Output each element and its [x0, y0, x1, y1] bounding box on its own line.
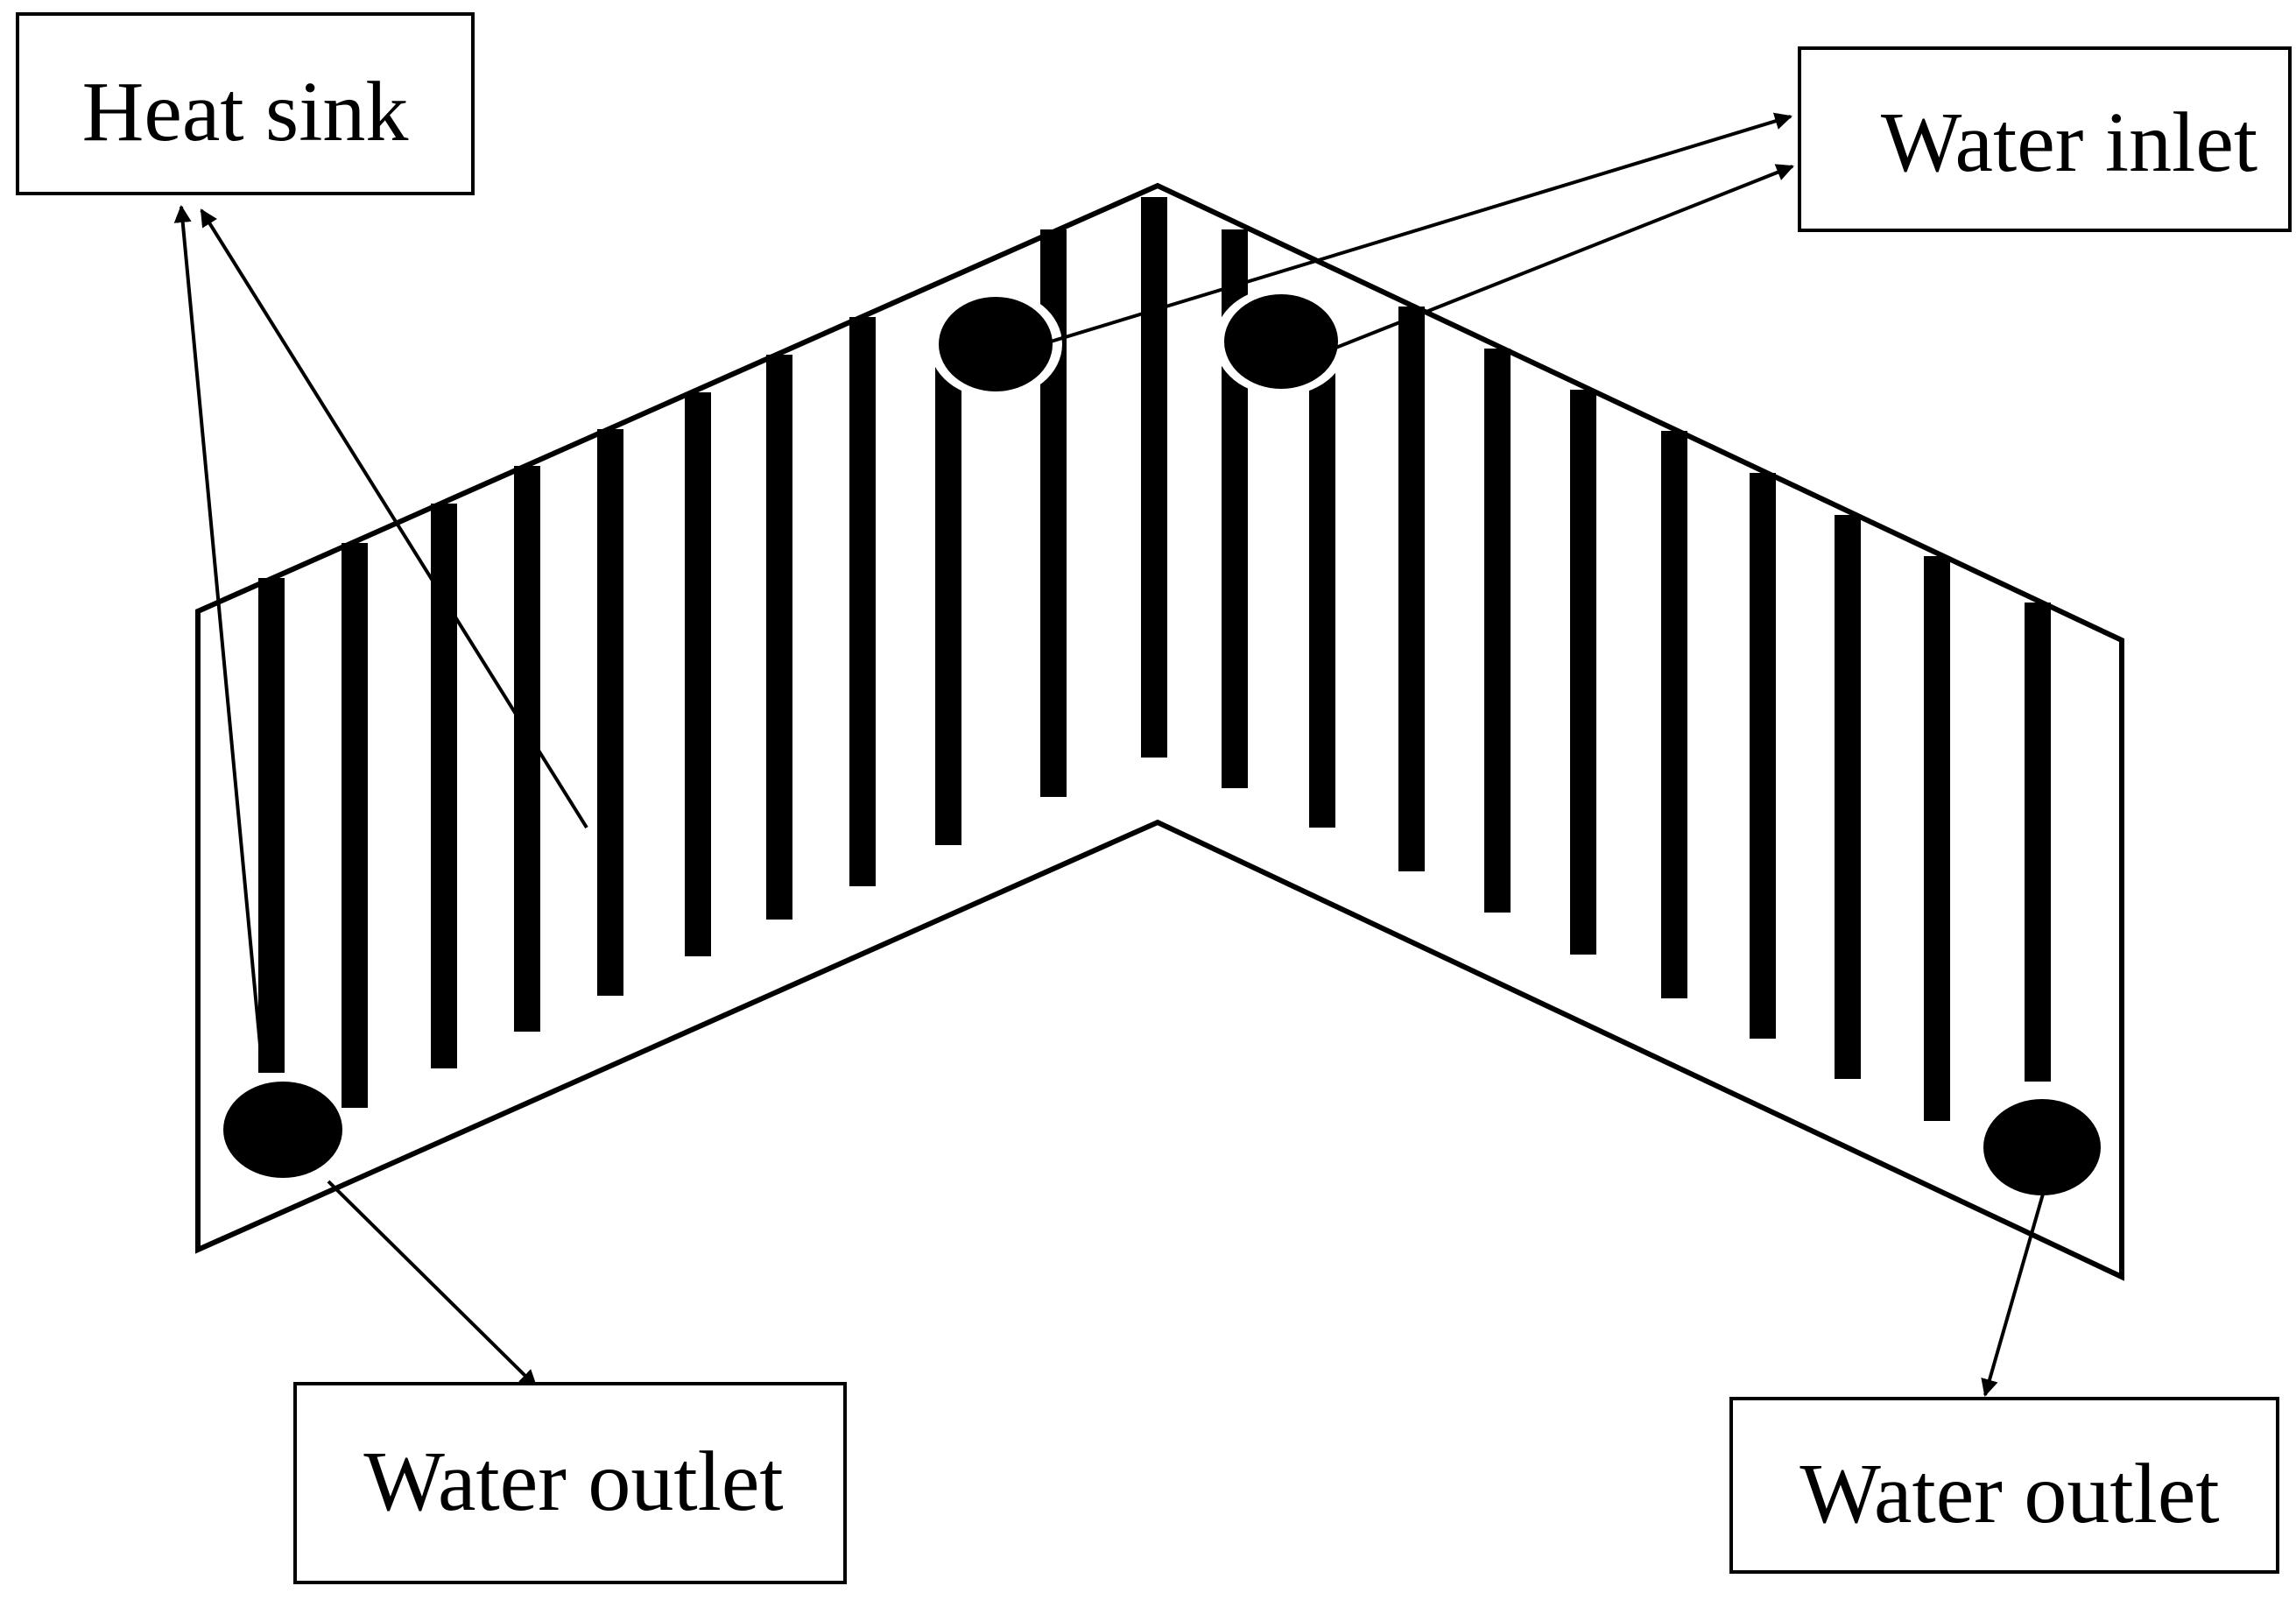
label-heat-sink: Heat sink	[16, 12, 475, 195]
inlet-port-right	[1224, 294, 1338, 389]
water-inlet-pointer-2	[1333, 164, 1794, 350]
label-water-outlet-right: Water outlet	[1729, 1397, 2279, 1574]
heat-sink-fin	[766, 355, 792, 920]
heat-sink-fin	[597, 429, 623, 996]
heat-sink-fins	[258, 197, 2051, 1121]
water-outlet-pointer-left	[327, 1180, 538, 1388]
heat-sink-fin	[258, 578, 285, 1073]
water-inlet-ports	[929, 287, 1348, 398]
heat-sink-fin	[1835, 515, 1861, 1079]
heat-sink-pointer-1	[173, 205, 264, 1074]
heat-sink-pointer-2	[200, 208, 588, 829]
label-water-outlet-left: Water outlet	[293, 1382, 847, 1584]
heat-sink-fin	[935, 355, 961, 845]
water-outlet-left-label-box	[293, 1382, 847, 1584]
heat-sink-fin	[1484, 349, 1511, 913]
heat-sink-label: Heat sink	[82, 65, 409, 159]
inlet-port-left	[939, 297, 1053, 391]
heat-sink-label-box	[16, 12, 475, 195]
heat-sink-outline	[195, 182, 2124, 1281]
water-outlet-left-label: Water outlet	[363, 1434, 783, 1529]
water-outlet-ports	[223, 1082, 2101, 1195]
heat-sink-fin	[1661, 431, 1687, 998]
water-inlet-label: Water inlet	[1881, 95, 2257, 190]
water-outlet-pointer-right	[1981, 1190, 2046, 1397]
outlet-port-right	[1983, 1099, 2101, 1195]
heat-sink-fin	[1309, 355, 1335, 828]
heat-sink-fin	[1141, 197, 1167, 758]
heat-sink-fin	[1750, 473, 1776, 1039]
pointer-lines	[173, 112, 2046, 1397]
heat-sink-fin	[849, 317, 876, 886]
outlet-port-left	[223, 1082, 342, 1178]
heat-sink-fin	[685, 392, 711, 956]
heat-sink-fin	[342, 543, 368, 1108]
heat-sink-fin	[431, 504, 457, 1068]
water-inlet-pointer-1	[1050, 112, 1792, 343]
heat-sink-fin	[1570, 390, 1596, 955]
heat-sink-fin	[2025, 603, 2051, 1082]
heat-sink-fin	[1924, 556, 1950, 1121]
water-outlet-right-label-box	[1729, 1397, 2279, 1574]
water-inlet-label-box	[1798, 46, 2292, 232]
heat-sink-fin	[1398, 307, 1425, 871]
water-outlet-right-label: Water outlet	[1799, 1447, 2219, 1541]
label-water-inlet: Water inlet	[1798, 46, 2292, 232]
